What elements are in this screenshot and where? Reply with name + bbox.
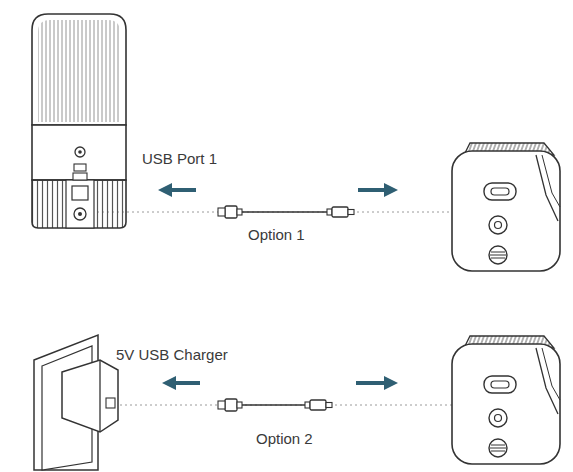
label-text: Option 2 — [256, 430, 313, 448]
camera — [452, 143, 560, 271]
direction-arrow — [162, 376, 398, 390]
usb-cable — [218, 206, 354, 218]
usb-cable — [218, 399, 332, 411]
label-text: USB Port 1 — [142, 150, 217, 168]
label-text: Option 1 — [248, 226, 305, 244]
guide-line — [110, 405, 498, 406]
router — [32, 14, 126, 228]
camera — [452, 336, 560, 464]
wall-charger — [34, 335, 118, 470]
label-text: 5V USB Charger — [116, 346, 228, 364]
direction-arrow — [158, 183, 398, 197]
guide-line — [82, 212, 498, 213]
